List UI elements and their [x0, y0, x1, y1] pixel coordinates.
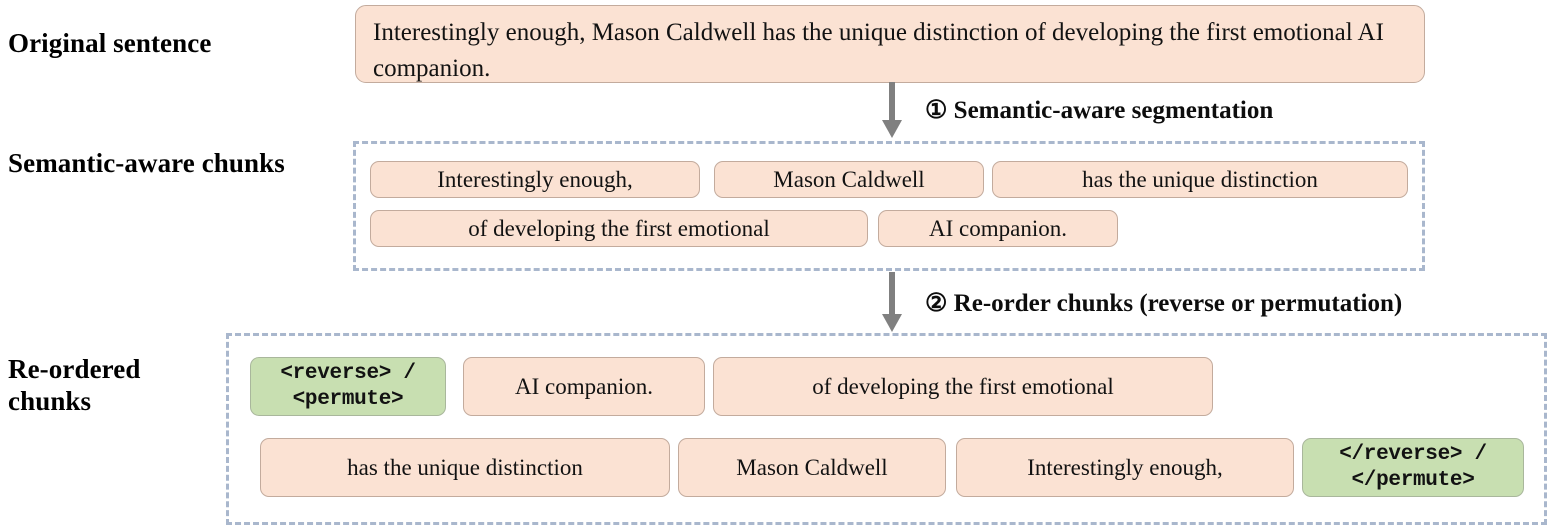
reordered-chunk-5: Interestingly enough,	[956, 438, 1294, 497]
step-1-caption: ① Semantic-aware segmentation	[925, 97, 1274, 124]
step-2-caption: ② Re-order chunks (reverse or permutatio…	[925, 290, 1403, 317]
arrow-down-step-2	[880, 272, 904, 334]
semantic-chunk-3: has the unique distinction	[992, 161, 1408, 198]
semantic-chunk-2: Mason Caldwell	[714, 161, 984, 198]
reorder-close-tag: </reverse> / </permute>	[1302, 438, 1524, 497]
semantic-chunk-5: AI companion.	[878, 210, 1118, 247]
reordered-chunks-container: <reverse> / <permute> AI companion. of d…	[226, 333, 1547, 525]
original-sentence-box: Interestingly enough, Mason Caldwell has…	[355, 5, 1425, 83]
row-label-semantic-aware-chunks: Semantic-aware chunks	[8, 148, 285, 178]
row-label-original-sentence: Original sentence	[8, 28, 212, 58]
semantic-chunks-container: Interestingly enough, Mason Caldwell has…	[353, 141, 1425, 271]
row-label-reordered-chunks: Re-ordered chunks	[8, 354, 141, 416]
reordered-chunk-1: AI companion.	[463, 357, 705, 416]
reordered-chunk-2: of developing the first emotional	[713, 357, 1213, 416]
semantic-chunk-4: of developing the first emotional	[370, 210, 868, 247]
reorder-open-tag: <reverse> / <permute>	[250, 357, 446, 416]
reordered-chunk-3: has the unique distinction	[260, 438, 670, 497]
semantic-chunk-1: Interestingly enough,	[370, 161, 700, 198]
reordered-chunk-4: Mason Caldwell	[678, 438, 946, 497]
arrow-down-step-1	[880, 82, 904, 140]
